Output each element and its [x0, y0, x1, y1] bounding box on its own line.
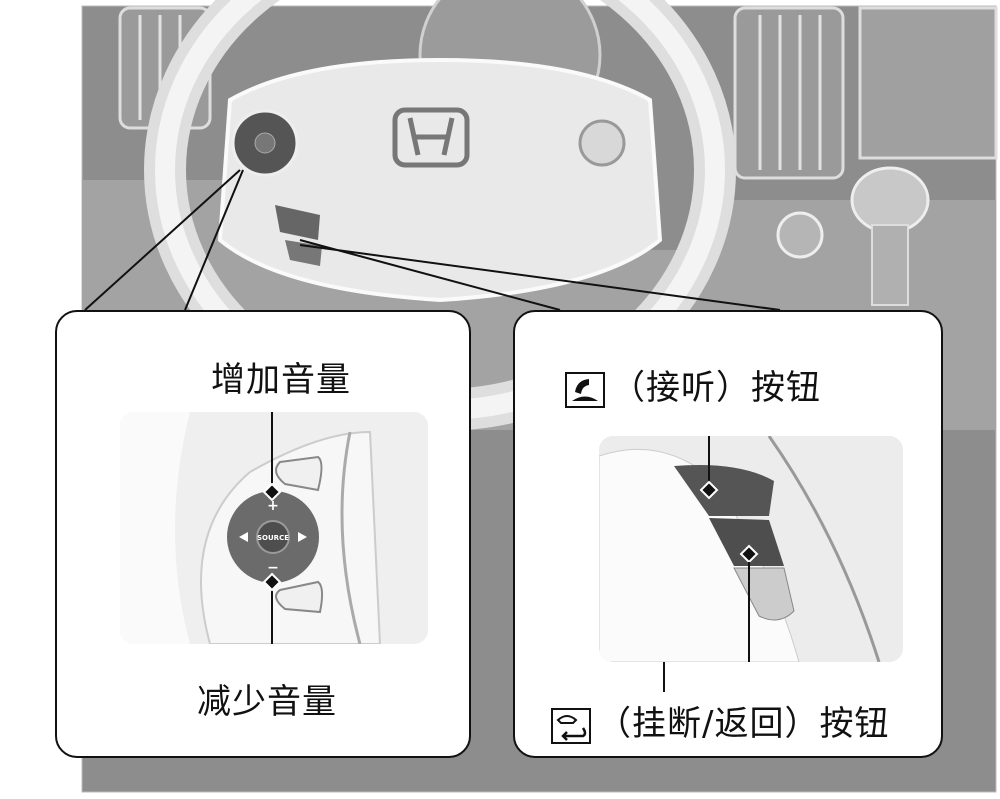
answer-button-label-row: （接听）按钮: [565, 360, 821, 409]
volume-control-closeup: SOURCE + −: [120, 412, 428, 644]
phone-buttons-closeup: [599, 436, 903, 662]
next-arrow-icon[interactable]: [298, 532, 307, 542]
phone-callout-panel: （接听）按钮 （挂断/返回）按钮: [513, 310, 943, 758]
decrease-volume-label: 减少音量: [197, 682, 337, 722]
volume-up-button[interactable]: +: [267, 498, 279, 514]
answer-call-button[interactable]: [674, 465, 774, 516]
phone-pickup-icon: [565, 371, 605, 408]
hangup-button-label-row: （挂断/返回）按钮: [551, 696, 889, 745]
volume-down-button[interactable]: −: [267, 560, 279, 576]
phone-hangup-back-icon: [551, 707, 591, 744]
hangup-back-button[interactable]: [709, 518, 784, 566]
volume-callout-panel: 增加音量 SOURCE + − 减少音量: [55, 310, 471, 758]
previous-arrow-icon[interactable]: [239, 532, 248, 542]
source-button[interactable]: SOURCE: [257, 534, 289, 542]
increase-volume-label: 增加音量: [211, 360, 351, 400]
